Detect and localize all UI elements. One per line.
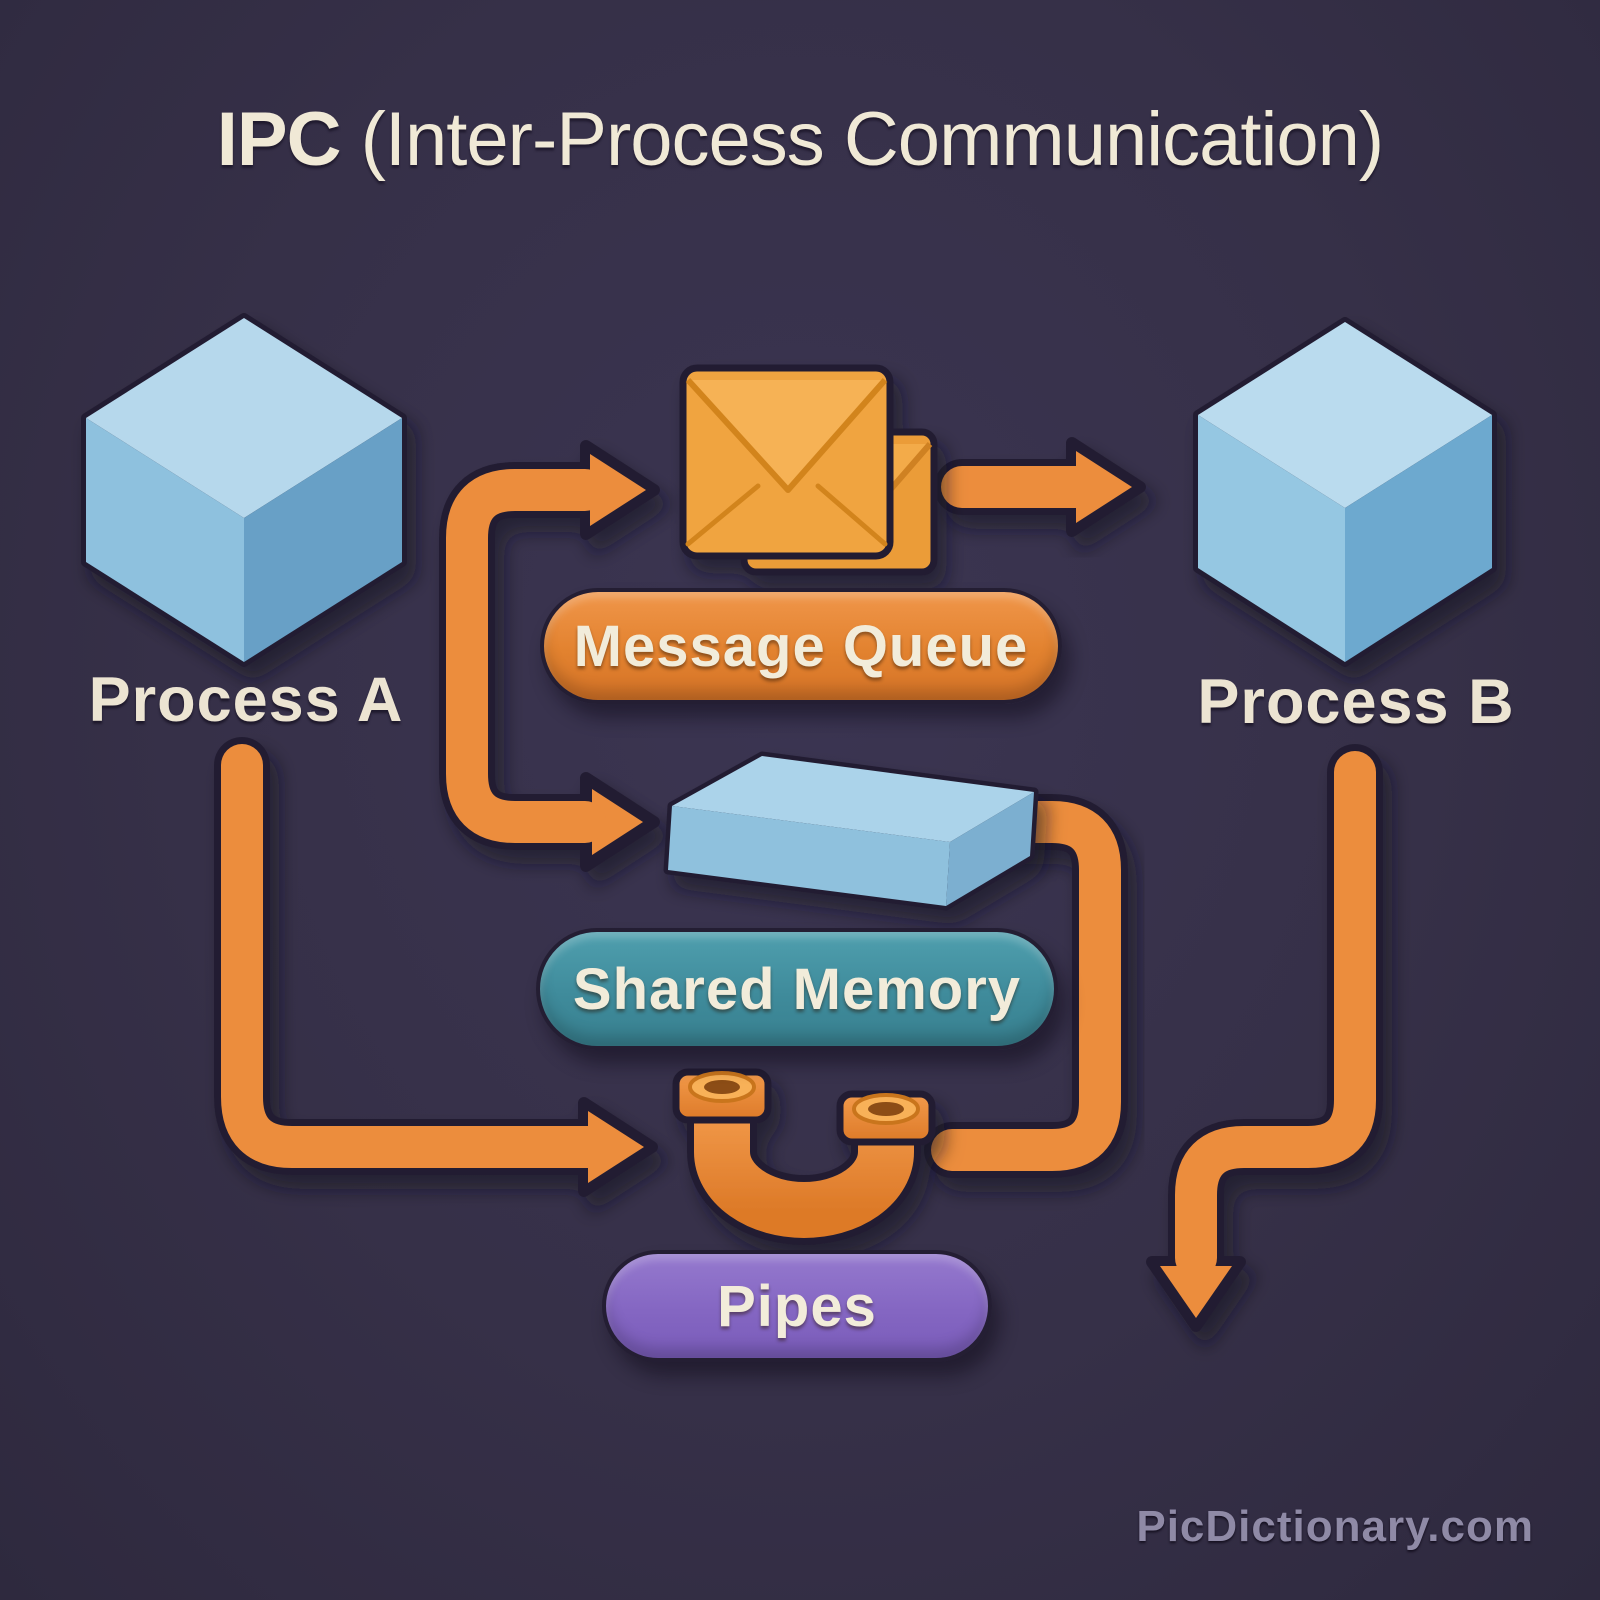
cube-left-face: [1198, 415, 1345, 662]
process-a-label: Process A: [88, 665, 404, 735]
block-top-face: [672, 756, 1034, 842]
process-b-label: Process B: [1197, 667, 1515, 737]
block-right-face: [946, 792, 1034, 906]
message-queue-pill: Message Queue: [540, 588, 1062, 704]
arrow-a-to-message-queue-and-shared-memory: [439, 440, 660, 872]
pipe-right-flange: [836, 1090, 936, 1146]
pipe-left-flange: [672, 1068, 772, 1124]
cube-left-face: [86, 418, 244, 662]
process-b-cube-icon: [1193, 317, 1497, 667]
connector-shared-memory-to-pipes: [924, 794, 1128, 1178]
title-abbreviation: IPC: [216, 97, 342, 182]
envelopes-icon: [679, 364, 938, 576]
envelope-front: [679, 364, 894, 560]
arrow-a-to-pipes: [214, 737, 658, 1197]
block-front-face: [668, 806, 950, 906]
page-title: IPC (Inter-Process Communication): [0, 96, 1600, 183]
u-pipe-icon: [672, 1068, 936, 1245]
pipe-right-opening: [868, 1102, 904, 1116]
pipes-pill: Pipes: [602, 1250, 992, 1362]
pipe-left-opening: [704, 1080, 740, 1094]
shared-memory-pill: Shared Memory: [536, 928, 1058, 1050]
cube-right-face: [1345, 415, 1492, 662]
watermark: PicDictionary.com: [1136, 1502, 1534, 1551]
cube-right-face: [244, 418, 402, 662]
arrow-b-down: [1146, 744, 1383, 1332]
memory-block-icon: [663, 751, 1039, 911]
process-a-cube-icon: [81, 313, 407, 667]
arrow-message-queue-to-b: [934, 437, 1146, 537]
title-expansion: (Inter-Process Communication): [340, 97, 1385, 182]
